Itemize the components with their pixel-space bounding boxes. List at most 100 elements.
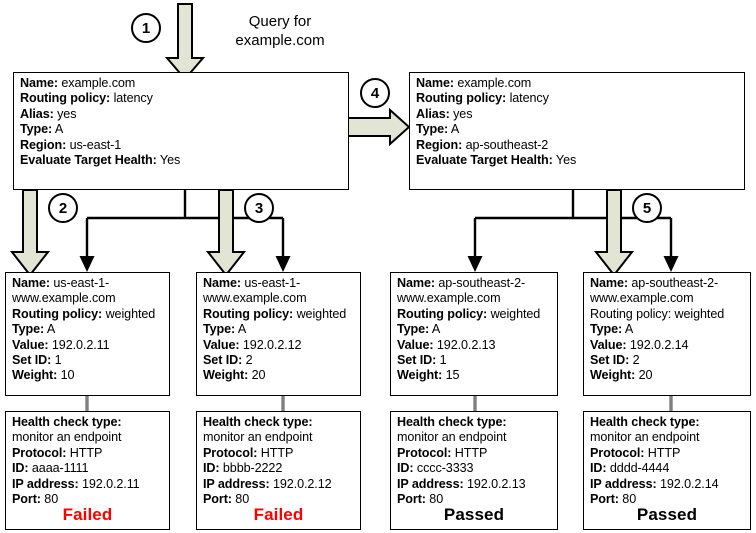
record-value-row: Value: 192.0.2.13 — [397, 338, 552, 353]
record-weight-label: Weight: — [203, 368, 249, 383]
hc-protocol-label: Protocol: — [590, 445, 645, 460]
record-setid-label: Set ID: — [12, 353, 52, 368]
step-marker-5: 5 — [632, 193, 662, 223]
alias-name-label: Name: — [20, 76, 58, 90]
health-check-status-1: Failed — [62, 505, 113, 524]
hc-ip-value: 192.0.2.11 — [81, 476, 140, 491]
query-caption: Query for example.com — [235, 13, 325, 49]
hc-port-value: 80 — [429, 492, 444, 507]
health-check-box-1: Health check type: monitor an endpoint P… — [5, 411, 170, 530]
record-weight-row: Weight: 10 — [12, 368, 164, 383]
step-marker-3: 3 — [244, 193, 274, 223]
arrowhead-right-child2 — [663, 256, 679, 272]
hc-id-row: ID: dddd-4444 — [590, 461, 745, 476]
hc-port-row: Port: 80 — [203, 492, 355, 507]
record-name-row: Name: us-east-1- — [203, 276, 355, 291]
health-check-status-2: Failed — [253, 505, 304, 524]
record-name-row-cont: www.example.com — [397, 291, 501, 306]
hc-protocol-value: HTTP — [69, 445, 103, 460]
hc-id-value: bbbb-2222 — [222, 461, 283, 476]
record-name-label: Name: — [12, 276, 50, 290]
alias-routing-row: Routing policy: latency — [20, 91, 343, 106]
record-setid-row: Set ID: 1 — [12, 353, 164, 368]
record-name-value: us-east-1- — [244, 276, 301, 290]
hc-protocol-value: HTTP — [260, 445, 294, 460]
hc-protocol-row: Protocol: HTTP — [590, 446, 745, 461]
arrowhead-left-child1 — [79, 256, 95, 272]
record-weight-label: Weight: — [397, 368, 443, 383]
hc-port-label: Port: — [12, 492, 41, 507]
alias-alias-value: yes — [453, 106, 473, 121]
alias-name-label: Name: — [416, 76, 454, 90]
hc-protocol-label: Protocol: — [397, 445, 452, 460]
record-weight-label: Weight: — [590, 368, 636, 383]
connector-record-to-healthcheck — [85, 396, 673, 411]
record-weight-label: Weight: — [12, 368, 58, 383]
hc-id-value: cccc-3333 — [416, 461, 474, 476]
hc-port-label: Port: — [397, 492, 426, 507]
alias-name-row: Name: example.com — [416, 76, 739, 91]
hc-protocol-row: Protocol: HTTP — [203, 446, 355, 461]
block-arrow-query — [164, 3, 206, 81]
hc-id-label: ID: — [397, 461, 414, 476]
hc-ip-label: IP address: — [397, 476, 464, 491]
alias-region-value: us-east-1 — [69, 137, 122, 152]
alias-eth-label: Evaluate Target Health: — [416, 153, 553, 168]
hc-type-label: Health check type: — [590, 415, 700, 429]
step-marker-1: 1 — [131, 13, 161, 43]
record-setid-row: Set ID: 1 — [397, 353, 552, 368]
record-name-label: Name: — [397, 276, 435, 290]
health-check-box-2: Health check type: monitor an endpoint P… — [196, 411, 361, 530]
record-routing-label: Routing policy: — [590, 306, 672, 321]
hc-port-label: Port: — [203, 492, 232, 507]
hc-id-label: ID: — [12, 461, 29, 476]
record-type-value: A — [624, 322, 634, 337]
alias-region-label: Region: — [416, 137, 463, 152]
hc-id-label: ID: — [203, 461, 220, 476]
record-type-row: Type: A — [590, 322, 745, 337]
alias-name-row: Name: example.com — [20, 76, 343, 91]
hc-id-label: ID: — [590, 461, 607, 476]
hc-type-label: Health check type: — [397, 415, 507, 429]
hc-type-value: monitor an endpoint — [12, 430, 122, 445]
record-routing-value: weighted — [674, 306, 725, 321]
hc-ip-row: IP address: 192.0.2.12 — [203, 477, 355, 492]
alias-record-box-ap-southeast-2: Name: example.com Routing policy: latenc… — [409, 72, 745, 190]
hc-ip-label: IP address: — [590, 476, 657, 491]
hc-port-value: 80 — [235, 492, 250, 507]
record-setid-value: 2 — [245, 353, 253, 368]
record-routing-value: weighted — [296, 306, 347, 321]
hc-ip-row: IP address: 192.0.2.14 — [590, 477, 745, 492]
hc-ip-row: IP address: 192.0.2.11 — [12, 477, 164, 492]
record-name-row-cont: www.example.com — [590, 291, 694, 306]
hc-id-row: ID: cccc-3333 — [397, 461, 552, 476]
hc-type-label: Health check type: — [203, 415, 313, 429]
record-name-row-cont: www.example.com — [12, 291, 116, 306]
alias-region-value: ap-southeast-2 — [465, 137, 549, 152]
record-value-label: Value: — [203, 337, 240, 352]
alias-routing-row: Routing policy: latency — [416, 91, 739, 106]
record-name-row: Name: ap-southeast-2- — [590, 276, 745, 291]
record-routing-label: Routing policy: — [203, 306, 294, 321]
record-type-label: Type: — [590, 322, 623, 337]
arrowhead-left-child2 — [275, 256, 291, 272]
record-value-row: Value: 192.0.2.12 — [203, 338, 355, 353]
alias-region-row: Region: ap-southeast-2 — [416, 138, 739, 153]
hc-type-value: monitor an endpoint — [590, 430, 700, 445]
alias-alias-row: Alias: yes — [20, 107, 343, 122]
hc-type-label: Health check type: — [12, 415, 122, 429]
alias-type-value: A — [450, 122, 460, 137]
record-name-label: Name: — [590, 276, 628, 290]
record-name-value: ap-southeast-2- — [631, 276, 719, 290]
alias-alias-label: Alias: — [416, 106, 450, 121]
record-type-value: A — [46, 322, 56, 337]
alias-routing-label: Routing policy: — [20, 91, 111, 106]
hc-port-label: Port: — [590, 492, 619, 507]
weighted-record-box-3: Name: ap-southeast-2- www.example.com Ro… — [390, 272, 558, 396]
record-routing-value: weighted — [490, 306, 541, 321]
alias-type-row: Type: A — [416, 122, 739, 137]
hc-protocol-label: Protocol: — [203, 445, 258, 460]
record-weight-row: Weight: 20 — [203, 368, 355, 383]
hc-type-value: monitor an endpoint — [397, 430, 507, 445]
